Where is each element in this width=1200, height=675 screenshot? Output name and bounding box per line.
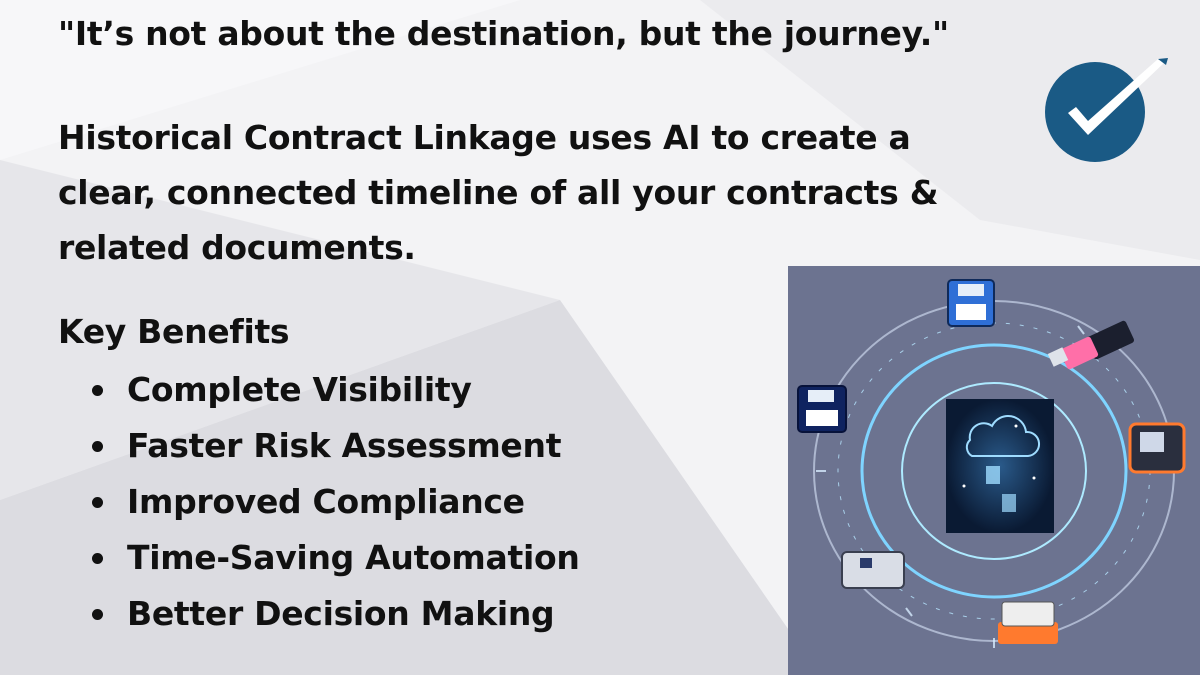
benefit-label: Faster Risk Assessment (127, 426, 562, 465)
cloud-devices-illustration (788, 266, 1200, 675)
orbit-ring-middle (860, 343, 1128, 599)
floppy-disk-icon-left (797, 385, 847, 433)
phone-device-icon (1128, 422, 1186, 474)
benefit-label: Improved Compliance (127, 482, 525, 521)
ssd-stack-icon (998, 601, 1058, 644)
bullet-icon (92, 608, 103, 620)
benefit-item: Faster Risk Assessment (90, 418, 580, 474)
orbit-ring-inner (901, 382, 1087, 560)
bullet-icon (92, 552, 103, 564)
orbit-graphic (797, 279, 1186, 648)
bullet-icon (92, 440, 103, 452)
benefit-item: Complete Visibility (90, 362, 580, 418)
benefit-item: Time-Saving Automation (90, 530, 580, 586)
benefit-label: Better Decision Making (127, 594, 555, 633)
benefits-heading: Key Benefits (58, 312, 290, 351)
quote-text: "It’s not about the destination, but the… (58, 14, 949, 53)
cloud-icon (965, 415, 1040, 457)
bullet-icon (92, 496, 103, 508)
description-text: Historical Contract Linkage uses AI to c… (58, 118, 939, 267)
floppy-disk-icon (947, 279, 995, 327)
usb-drive-icon (1047, 320, 1135, 370)
benefit-item: Better Decision Making (90, 586, 580, 642)
benefit-item: Improved Compliance (90, 474, 580, 530)
bullet-icon (92, 384, 103, 396)
hard-drive-icon (841, 551, 905, 589)
benefit-label: Time-Saving Automation (127, 538, 580, 577)
benefit-label: Complete Visibility (127, 370, 472, 409)
benefits-list: Complete Visibility Faster Risk Assessme… (90, 362, 580, 642)
checkmark-circle-icon (1045, 58, 1168, 162)
